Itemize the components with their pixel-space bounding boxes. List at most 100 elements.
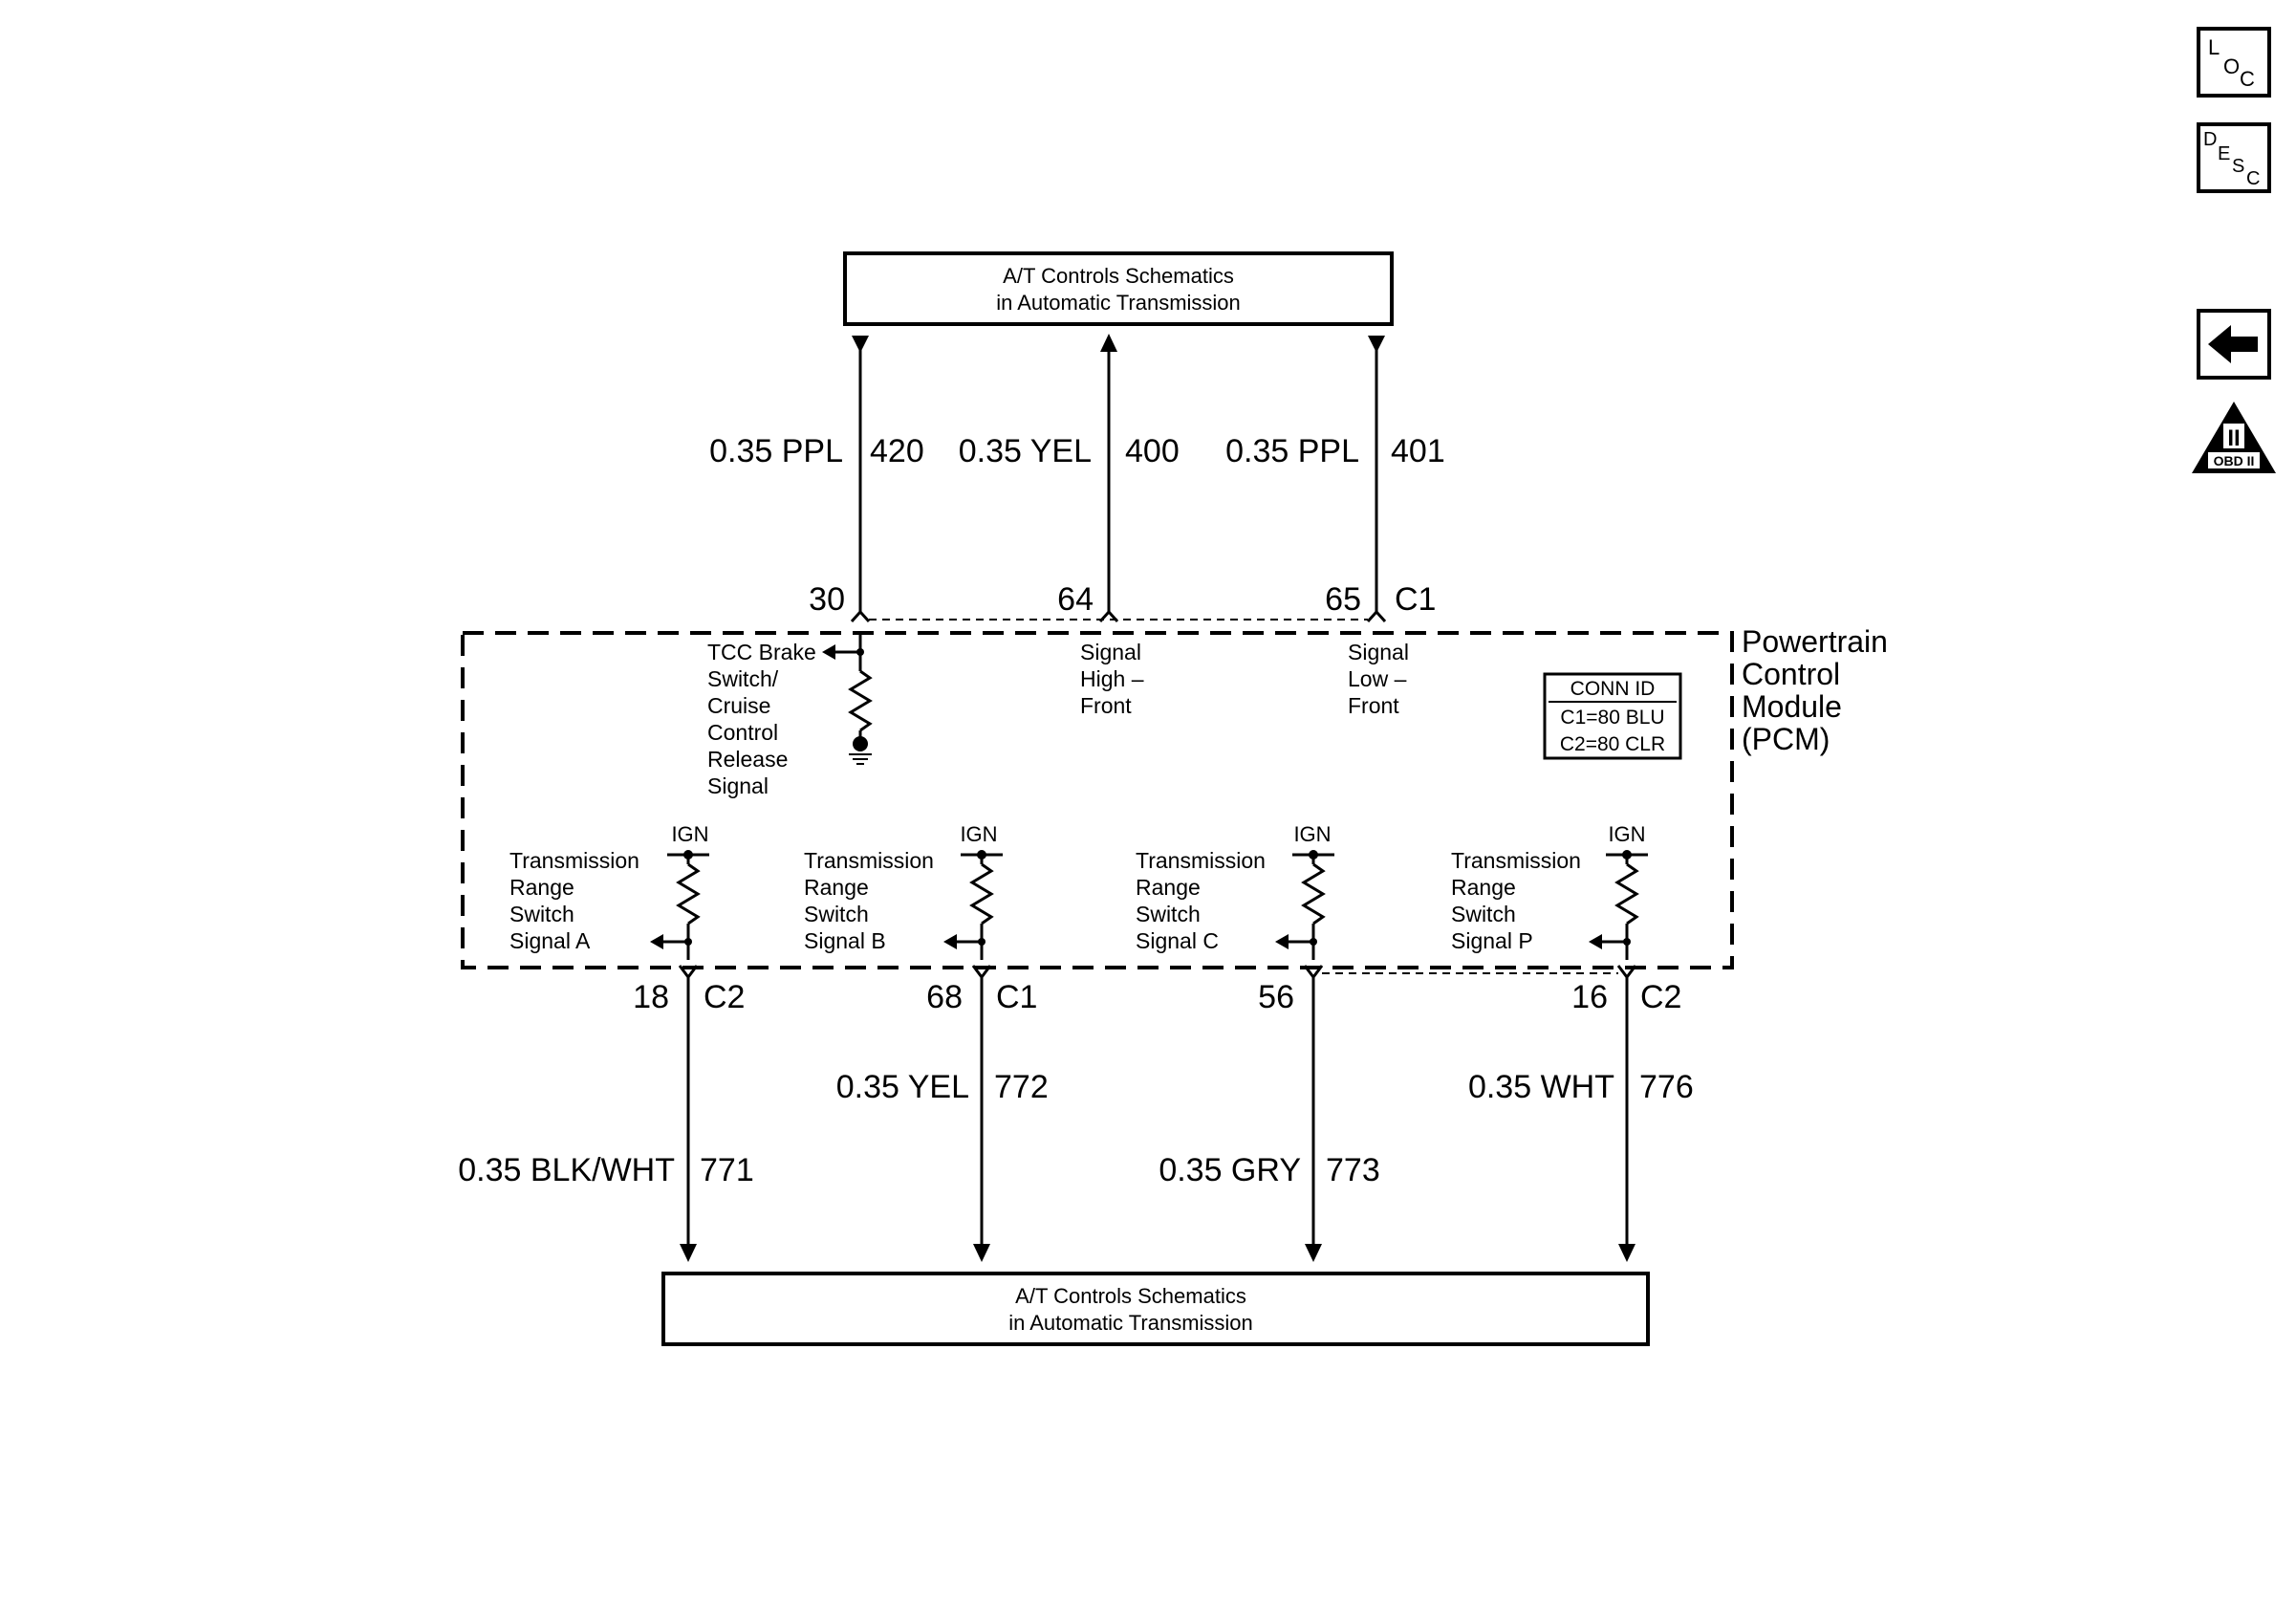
ign-label-a: IGN <box>671 822 708 846</box>
wire-772 <box>971 965 992 1262</box>
range-a-line1: Transmission <box>509 848 639 873</box>
ign-label-p: IGN <box>1608 822 1645 846</box>
loc-button[interactable]: L O C <box>2197 27 2271 98</box>
signal-label-high-front: Signal High – Front <box>1080 640 1144 718</box>
resistor-icon <box>848 669 873 732</box>
signal-low-line2: Low – <box>1348 666 1407 691</box>
wire-spec-776: 0.35 WHT <box>1468 1069 1614 1105</box>
wire-spec-420: 0.35 PPL <box>709 433 843 469</box>
back-button[interactable] <box>2197 309 2271 380</box>
desc-letter-2: E <box>2218 143 2230 164</box>
pcm-module-name: Powertrain Control Module (PCM) <box>1742 624 1888 756</box>
range-a-line4: Signal A <box>509 928 591 953</box>
loc-letter-3: C <box>2240 67 2255 91</box>
conn-id-c2: C2=80 CLR <box>1560 733 1665 755</box>
pcm-module-outline <box>461 631 1734 969</box>
pin-30: 30 <box>809 581 845 618</box>
signal-label-range-a: Transmission Range Switch Signal A <box>509 848 639 953</box>
wire-771 <box>678 965 699 1262</box>
ign-circuit-c: IGN <box>1275 822 1334 960</box>
desc-letter-4: C <box>2246 168 2260 189</box>
signal-high-line3: Front <box>1080 693 1132 718</box>
resistor-icon <box>969 862 994 925</box>
connector-pin-icon <box>1098 609 1119 623</box>
signal-tcc-line3: Cruise <box>707 693 770 718</box>
range-a-line2: Range <box>509 875 574 900</box>
connector-c2-p: C2 <box>1640 979 1681 1015</box>
pcm-name-line4: (PCM) <box>1742 722 1830 756</box>
bottom-box-line2: in Automatic Transmission <box>1008 1311 1253 1335</box>
bottom-reference-box[interactable]: A/T Controls Schematics in Automatic Tra… <box>661 1272 1650 1346</box>
ign-label-b: IGN <box>960 822 997 846</box>
wire-circuit-776: 776 <box>1639 1069 1694 1105</box>
bottom-box-line1: A/T Controls Schematics <box>1015 1284 1246 1308</box>
wire-spec-773: 0.35 GRY <box>1159 1152 1301 1188</box>
signal-arrow-icon <box>1275 934 1289 949</box>
range-b-line1: Transmission <box>804 848 934 873</box>
wire-spec-771: 0.35 BLK/WHT <box>458 1152 675 1188</box>
arrow-down-icon <box>973 1244 990 1262</box>
wire-401 <box>1366 336 1387 623</box>
ign-circuit-p: IGN <box>1589 822 1648 960</box>
signal-tcc-line6: Signal <box>707 773 769 798</box>
range-p-line1: Transmission <box>1451 848 1581 873</box>
arrow-down-icon <box>680 1244 697 1262</box>
signal-low-line1: Signal <box>1348 640 1409 664</box>
wire-circuit-771: 771 <box>700 1152 754 1188</box>
tcc-internal-circuit <box>822 633 873 765</box>
ign-circuit-b: IGN <box>943 822 1003 960</box>
top-box-line1: A/T Controls Schematics <box>1003 264 1234 288</box>
signal-arrow-icon <box>650 934 663 949</box>
pin-68: 68 <box>926 979 963 1015</box>
signal-high-line2: High – <box>1080 666 1144 691</box>
range-b-line4: Signal B <box>804 928 886 953</box>
pin-65: 65 <box>1325 581 1361 618</box>
wire-400 <box>1098 334 1119 623</box>
arrow-down-icon <box>1305 1244 1322 1262</box>
resistor-icon <box>676 862 701 925</box>
obd-ii-button[interactable]: II OBD II <box>2192 402 2276 473</box>
resistor-icon <box>1301 862 1326 925</box>
pcm-name-line3: Module <box>1742 689 1842 724</box>
top-connector-label: C1 <box>1395 581 1436 618</box>
range-c-line3: Switch <box>1136 902 1201 926</box>
pin-56: 56 <box>1258 979 1294 1015</box>
range-b-line2: Range <box>804 875 869 900</box>
connector-c2-a: C2 <box>704 979 745 1015</box>
signal-label-low-front: Signal Low – Front <box>1348 640 1409 718</box>
signal-low-line3: Front <box>1348 693 1399 718</box>
conn-id-c1: C1=80 BLU <box>1560 707 1664 729</box>
signal-high-line1: Signal <box>1080 640 1141 664</box>
connector-pin-icon <box>1366 609 1387 623</box>
ground-icon <box>849 753 872 765</box>
pin-64: 64 <box>1057 581 1094 618</box>
obd-numeral: II <box>2227 425 2240 451</box>
signal-arrow-icon <box>1589 934 1602 949</box>
signal-label-tcc: TCC Brake Switch/ Cruise Control Release… <box>707 640 816 798</box>
pcm-name-line2: Control <box>1742 657 1840 691</box>
loc-letter-2: O <box>2223 54 2240 78</box>
desc-letter-1: D <box>2203 129 2217 150</box>
conn-id-box: CONN ID C1=80 BLU C2=80 CLR <box>1543 672 1682 760</box>
wire-spec-401: 0.35 PPL <box>1225 433 1359 469</box>
connector-c1-b: C1 <box>996 979 1037 1015</box>
wire-spec-400: 0.35 YEL <box>959 433 1092 469</box>
wire-spec-772: 0.35 YEL <box>836 1069 969 1105</box>
wire-circuit-420: 420 <box>870 433 924 469</box>
ground-node-icon <box>853 736 868 751</box>
loc-letter-1: L <box>2208 35 2220 59</box>
ign-label-c: IGN <box>1293 822 1331 846</box>
signal-label-range-b: Transmission Range Switch Signal B <box>804 848 934 953</box>
range-p-line2: Range <box>1451 875 1516 900</box>
wire-circuit-400: 400 <box>1125 433 1180 469</box>
arrow-down-icon <box>852 336 869 353</box>
signal-tcc-line4: Control <box>707 720 778 745</box>
range-b-line3: Switch <box>804 902 869 926</box>
top-reference-box[interactable]: A/T Controls Schematics in Automatic Tra… <box>843 251 1394 326</box>
pcm-name-line1: Powertrain <box>1742 624 1888 659</box>
wire-420 <box>850 336 871 623</box>
ign-circuit-a: IGN <box>650 822 709 960</box>
desc-button[interactable]: D E S C <box>2197 122 2271 193</box>
